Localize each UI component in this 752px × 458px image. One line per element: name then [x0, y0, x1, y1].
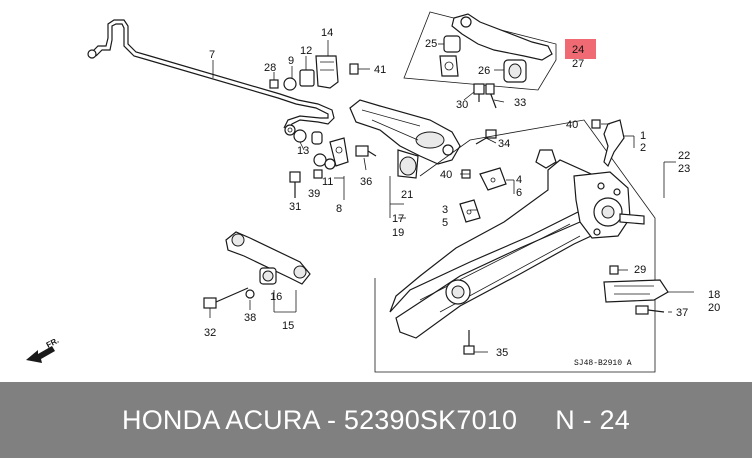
stabilizer-mount-parts [269, 55, 377, 198]
callout-9: 9 [288, 55, 294, 67]
part-info-footer: HONDA ACURA - 52390SK7010 N - 24 [0, 382, 752, 458]
callout-27: 27 [572, 58, 584, 70]
callout-4: 4 [516, 174, 522, 186]
callout-31: 31 [289, 201, 301, 213]
callout-33: 33 [514, 97, 526, 109]
callout-17: 17 [392, 213, 404, 225]
callout-39: 39 [308, 188, 320, 200]
callout-21: 21 [401, 189, 413, 201]
callout-7: 7 [209, 49, 215, 61]
rear-suspension-exploded-diagram: 1 2 3 4 5 6 7 8 9 11 12 13 14 15 16 17 1… [26, 11, 720, 373]
callout-30: 30 [456, 99, 468, 111]
callout-12: 12 [300, 45, 312, 57]
diagram-position-label: N - 24 [555, 404, 630, 435]
callout-23: 23 [678, 163, 690, 175]
callout-16: 16 [270, 291, 282, 303]
callout-2: 2 [640, 142, 646, 154]
callout-13: 13 [297, 145, 309, 157]
highlight-box-24 [565, 39, 596, 59]
callout-32: 32 [204, 327, 216, 339]
callout-15: 15 [282, 320, 294, 332]
callout-29: 29 [634, 264, 646, 276]
bracket-parts [459, 119, 625, 223]
callout-36: 36 [360, 176, 372, 188]
callout-1: 1 [640, 130, 646, 142]
brand-part-number: HONDA ACURA - 52390SK7010 [122, 404, 518, 435]
callout-3: 3 [442, 204, 448, 216]
lower-arm-15 [203, 231, 311, 309]
callout-38: 38 [244, 312, 256, 324]
callout-28: 28 [264, 62, 276, 74]
drawing-code: SJ48-B2910 A [574, 359, 632, 368]
callout-8: 8 [336, 203, 342, 215]
upper-control-arm-24 [403, 11, 557, 109]
callout-35: 35 [496, 347, 508, 359]
callout-22: 22 [678, 150, 690, 162]
stabilizer-bar [87, 19, 335, 136]
callout-37: 37 [676, 307, 688, 319]
callout-19: 19 [392, 227, 404, 239]
callout-20: 20 [708, 302, 720, 314]
leader-lines [209, 40, 694, 353]
callout-14: 14 [321, 27, 333, 39]
trailing-arm-upper [349, 99, 461, 179]
rear-trailing-arm-assembly [374, 119, 656, 373]
front-direction-label: FR. [45, 336, 61, 350]
callout-24-highlighted: 24 [572, 44, 584, 56]
callout-5: 5 [442, 217, 448, 229]
callout-18: 18 [708, 289, 720, 301]
front-direction-arrow: FR. [26, 336, 60, 363]
callout-34: 34 [498, 138, 510, 150]
callout-11: 11 [322, 176, 333, 188]
callout-25: 25 [425, 38, 437, 50]
bracket-18 [603, 265, 669, 315]
bolt-35 [463, 330, 475, 355]
callout-6: 6 [516, 187, 522, 199]
callout-40-lower: 40 [440, 169, 452, 181]
callout-40-upper: 40 [566, 119, 578, 131]
callout-26: 26 [478, 65, 490, 77]
callout-41: 41 [374, 64, 386, 76]
callout-numbers: 1 2 3 4 5 6 7 8 9 11 12 13 14 15 16 17 1… [204, 27, 720, 359]
